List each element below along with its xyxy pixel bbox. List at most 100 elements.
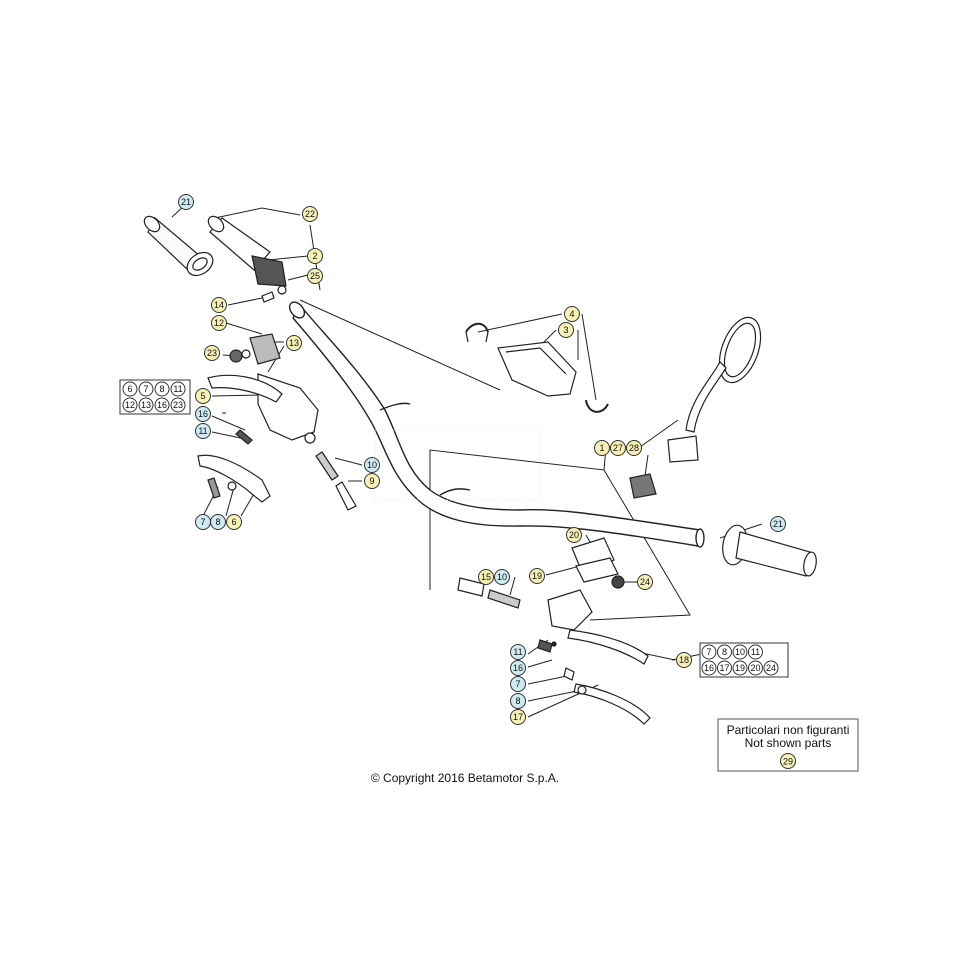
part-label-l4: 4 (564, 306, 580, 322)
part-number: 16 (198, 409, 208, 419)
part-number: 14 (214, 300, 224, 310)
part-badge (307, 268, 323, 284)
part-badge (558, 322, 574, 338)
part-badge (676, 652, 692, 668)
not-shown-line2: Not shown parts (745, 736, 832, 750)
mirror (667, 316, 762, 463)
part-badge (510, 709, 526, 725)
left-lever (197, 454, 271, 503)
kit-badge (732, 644, 748, 660)
part-number: 19 (532, 571, 542, 581)
part-label-l23: 23 (204, 345, 220, 361)
part-label-l16a: 16 (195, 406, 211, 422)
part-number: 20 (569, 530, 579, 540)
part-badge (529, 568, 545, 584)
part-label-l8b: 8 (510, 693, 526, 709)
part-badge (195, 423, 211, 439)
part-badge (210, 514, 226, 530)
part-label-l2: 2 (307, 248, 323, 264)
kit-badge (717, 660, 732, 676)
kit-badge (763, 660, 779, 676)
part-label-l8a: 8 (210, 514, 226, 530)
part-number: 22 (305, 209, 315, 219)
part-number: 16 (513, 663, 523, 673)
part-label-l10a: 10 (364, 457, 380, 473)
left-switch-assembly (207, 291, 319, 445)
part-number: 28 (629, 443, 639, 453)
copyright: © Copyright 2016 Betamotor S.p.A. (371, 771, 559, 785)
part-number: 13 (289, 338, 299, 348)
part-badge (510, 693, 526, 709)
kit-badge (732, 660, 748, 676)
kit-badge (701, 660, 717, 676)
part-badge (302, 206, 318, 222)
kit-part-number: 23 (173, 400, 183, 410)
part-badge (566, 527, 582, 543)
copyright-group: © Copyright 2016 Betamotor S.p.A. (371, 771, 559, 785)
connector (629, 473, 657, 499)
kit-part-number: 16 (157, 400, 167, 410)
part-number: 11 (513, 647, 522, 657)
part-number: 17 (513, 712, 523, 722)
part-number: 11 (198, 426, 207, 436)
kit-part-number: 20 (750, 663, 760, 673)
part-label-l16b: 16 (510, 660, 526, 676)
part-badge (204, 345, 220, 361)
kit-part-number: 12 (125, 400, 135, 410)
kit-badge (748, 644, 763, 660)
part-label-l28: 28 (626, 440, 642, 456)
part-badge (610, 440, 626, 456)
part-badge (195, 388, 211, 404)
part-badge (178, 194, 194, 210)
kit-badge (138, 381, 154, 397)
part-badge (364, 457, 380, 473)
part-label-l19: 19 (529, 568, 545, 584)
part-badge (478, 569, 494, 585)
part-label-l17: 17 (510, 709, 526, 725)
part-badge (510, 676, 526, 692)
part-label-l6: 6 (226, 514, 242, 530)
part-label-l5: 5 (195, 388, 211, 404)
throttle-grip (207, 215, 287, 295)
part-number: 6 (231, 517, 236, 527)
part-badge (286, 335, 302, 351)
not-shown-part-number: 29 (783, 757, 793, 767)
part-number: 15 (481, 572, 491, 582)
part-number: 24 (640, 577, 650, 587)
part-badge (564, 306, 580, 322)
part-label-l24: 24 (637, 574, 653, 590)
not-shown-parts-box: Particolari non figuranti Not shown part… (717, 718, 859, 772)
handlebar-clamps (465, 322, 609, 413)
handlebar (288, 301, 705, 548)
part-number: 3 (563, 325, 568, 335)
part-label-l3: 3 (558, 322, 574, 338)
part-label-l25: 25 (307, 268, 323, 284)
kit-badge (748, 660, 763, 676)
kit-part-number: 17 (719, 663, 729, 673)
part-number: 9 (369, 476, 374, 486)
kit-badge (122, 397, 138, 413)
part-badge (226, 514, 242, 530)
brake-spring (457, 577, 521, 609)
kit-part-number: 8 (722, 647, 727, 657)
kit-badge (122, 381, 138, 397)
kit-part-number: 11 (751, 647, 760, 657)
kit-badge (170, 397, 186, 413)
part-badge (626, 440, 642, 456)
kit-part-number: 16 (704, 663, 714, 673)
part-number: 5 (200, 391, 205, 401)
part-number: 4 (569, 309, 574, 319)
part-badge (364, 473, 380, 489)
part-label-l14: 14 (211, 297, 227, 313)
part-badge (211, 315, 227, 331)
part-badge (195, 406, 211, 422)
left-grip (143, 215, 214, 277)
drawing-area (120, 193, 858, 785)
part-number: 7 (200, 517, 205, 527)
part-number: 8 (515, 696, 520, 706)
part-label-l18: 18 (676, 652, 692, 668)
